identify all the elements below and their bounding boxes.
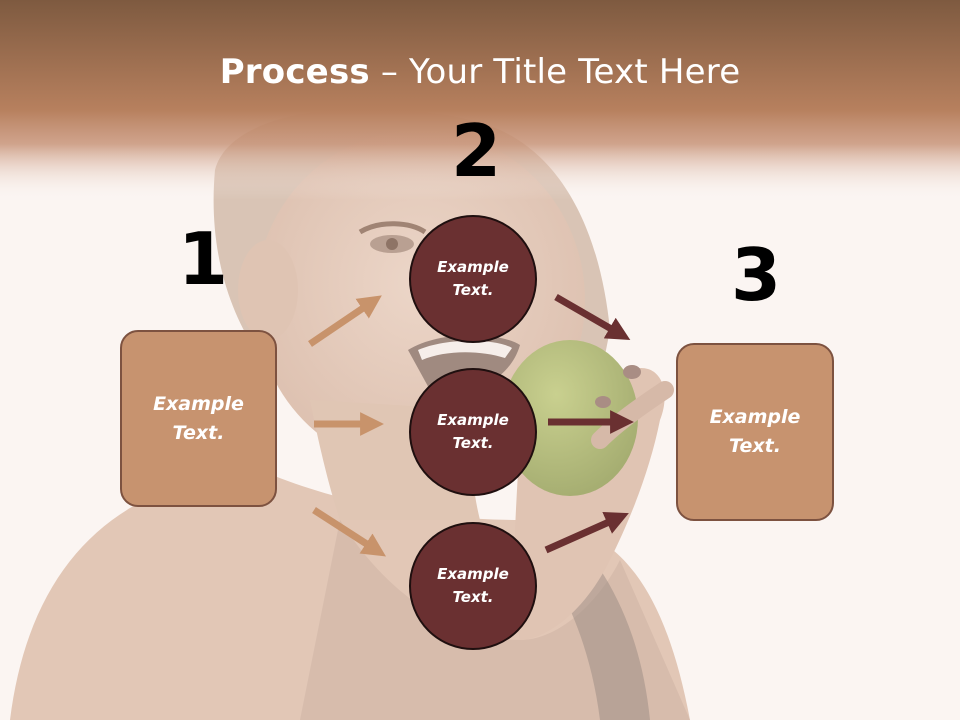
step-1-box: Example Text. [120,330,277,507]
step-2-circle-middle: Example Text. [409,368,537,496]
title-rest: – Your Title Text Here [369,52,741,92]
arrow-top-to-3 [554,293,631,340]
slide-title: Process – Your Title Text Here [0,52,960,92]
step-3-box: Example Text. [676,343,834,521]
arrow-1-to-bottom [312,507,386,557]
step-2-circle-top: Example Text. [409,215,537,343]
step-number-3: 3 [731,233,782,317]
arrow-bottom-to-3 [544,511,629,554]
step-2-circle-bottom: Example Text. [409,522,537,650]
arrow-1-to-top [308,295,382,347]
title-bold: Process [219,52,370,92]
step-number-2: 2 [451,109,502,193]
step-number-1: 1 [178,217,229,301]
